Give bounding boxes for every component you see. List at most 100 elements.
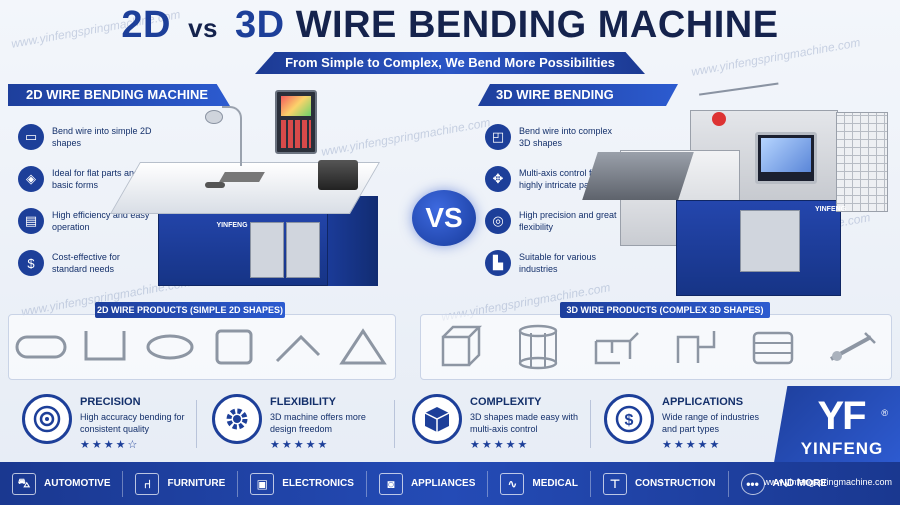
target-icon: [22, 394, 72, 444]
machine-2d-screen: [281, 96, 311, 116]
section-title-3d: 3D WIRE BENDING MACHINE: [478, 84, 678, 106]
industry-label: ELECTRONICS: [282, 478, 354, 489]
product-2d-rounded-rectangle: [14, 325, 68, 369]
feature-item: ▭ Bend wire into simple 2D shapes: [18, 116, 152, 158]
footer-divider: [365, 470, 367, 497]
machine-2d-logo: YINFENG: [216, 222, 248, 229]
registered-mark: ®: [881, 408, 888, 418]
heartbeat-icon: ∿: [500, 472, 525, 495]
product-2d-angle: [271, 325, 325, 369]
rating-stars: ★★★★☆: [80, 439, 140, 451]
factory-icon: ▙: [485, 250, 511, 276]
benefit-flexibility: FLEXIBILITY 3D machine offers more desig…: [212, 390, 380, 454]
section-title-2d: 2D WIRE BENDING MACHINE: [8, 84, 230, 106]
feature-item: $ Cost-effective for standard needs: [18, 242, 152, 284]
title-rest: WIRE BENDING MACHINE: [295, 4, 779, 46]
footer-divider: [487, 470, 489, 497]
dollar-coin-icon: $: [18, 250, 44, 276]
industry-more: ••• AND MORE: [740, 472, 827, 495]
feature-item: ▤ High efficiency and easy operation: [18, 200, 152, 242]
benefit-title: PRECISION: [80, 396, 141, 408]
feature-item: ▙ Suitable for various industries: [485, 242, 619, 284]
brand-logo-mark: YF: [817, 394, 866, 438]
industry-automotive: ⛍ AUTOMOTIVE: [12, 472, 110, 495]
feature-item: ◈ Ideal for flat parts and basic forms: [18, 158, 152, 200]
rating-stars: ★★★★★: [270, 439, 330, 451]
efficiency-chart-icon: ▤: [18, 208, 44, 234]
footer-divider: [237, 470, 239, 497]
multi-axis-icon: ✥: [485, 166, 511, 192]
machine-2d-lamp: [205, 110, 223, 124]
industry-furniture: ⑁ FURNITURE: [135, 472, 225, 495]
benefit-title: FLEXIBILITY: [270, 396, 336, 408]
product-3d-spring-clip: [746, 325, 800, 369]
feature-item: ◎ High precision and great flexibility: [485, 200, 619, 242]
brand-name: YINFENG: [800, 439, 884, 458]
machine-2d-door: [250, 222, 284, 278]
product-3d-cube-frame: [433, 325, 487, 369]
machine-3d-indicator: [712, 112, 726, 126]
feature-list-2d: ▭ Bend wire into simple 2D shapes ◈ Idea…: [18, 116, 152, 284]
feature-text: High precision and great flexibility: [519, 210, 617, 232]
rating-stars: ★★★★★: [662, 439, 722, 451]
benefit-text: Wide range of industries and part types: [662, 412, 760, 434]
product-3d-bracket: [590, 325, 644, 369]
industry-label: AND MORE: [772, 478, 827, 489]
bend-2d-icon: ▭: [18, 124, 44, 150]
industries-footer: ⛍ AUTOMOTIVE ⑁ FURNITURE ▣ ELECTRONICS ◙…: [0, 462, 900, 505]
machine-2d-door: [286, 222, 320, 278]
industry-medical: ∿ MEDICAL: [500, 472, 578, 495]
feature-text: Bend wire into complex 3D shapes: [519, 126, 613, 148]
benefit-precision: PRECISION High accuracy bending for cons…: [22, 390, 190, 454]
industry-appliances: ◙ APPLIANCES: [378, 472, 476, 495]
machine-3d-grill: [836, 112, 888, 212]
dollar-icon: $: [604, 394, 654, 444]
industry-label: APPLIANCES: [410, 478, 476, 489]
machine-2d-lamp-arm: [222, 106, 242, 166]
machine-2d-plate: [219, 172, 265, 182]
feature-text: Multi-axis control for highly intricate …: [519, 168, 600, 190]
divider: [394, 400, 395, 448]
benefit-text: High accuracy bending for consistent qua…: [80, 412, 185, 434]
gear-icon: [212, 394, 262, 444]
title-3d: 3D: [235, 4, 285, 46]
footer-divider: [122, 470, 124, 497]
more-dots-icon: •••: [740, 472, 765, 495]
benefit-text: 3D shapes made easy with multi-axis cont…: [470, 412, 579, 434]
industry-label: MEDICAL: [532, 478, 578, 489]
machine-2d-plate-small: [205, 182, 225, 188]
feature-text: Cost-effective for standard needs: [52, 252, 120, 274]
product-2d-ring: [143, 325, 197, 369]
feature-list-3d: ◰ Bend wire into complex 3D shapes ✥ Mul…: [485, 116, 619, 284]
car-icon: ⛍: [12, 472, 36, 495]
machine-3d-arm: [698, 82, 782, 114]
industry-electronics: ▣ ELECTRONICS: [250, 472, 354, 495]
benefits-row: PRECISION High accuracy bending for cons…: [0, 390, 772, 460]
feature-text: Ideal for flat parts and basic forms: [52, 168, 140, 190]
product-3d-rod-part: [825, 325, 879, 369]
machine-3d-table: [582, 152, 694, 200]
machine-3d-screen: [761, 138, 811, 172]
feature-text: Bend wire into simple 2D shapes: [52, 126, 152, 148]
website-url: www.yinfengspringmachine.com: [763, 477, 892, 487]
chair-icon: ⑁: [135, 472, 160, 495]
benefit-applications: $ APPLICATIONS Wide range of industries …: [604, 390, 772, 454]
vs-badge: VS: [412, 190, 476, 246]
divider: [590, 400, 591, 448]
industry-label: CONSTRUCTION: [634, 478, 716, 489]
feature-text: High efficiency and easy operation: [52, 210, 150, 232]
title-2d: 2D: [121, 4, 171, 46]
machine-3d-door: [740, 210, 800, 272]
feature-item: ✥ Multi-axis control for highly intricat…: [485, 158, 619, 200]
cube-icon: [412, 394, 462, 444]
benefit-complexity: COMPLEXITY 3D shapes made easy with mult…: [412, 390, 580, 454]
product-2d-triangle: [336, 325, 390, 369]
machine-3d-logo: YINFENG: [815, 206, 847, 213]
brand-logo-box: YF ® YINFENG: [772, 386, 900, 474]
rating-stars: ★★★★★: [470, 439, 530, 451]
product-2d-u-shape: [78, 325, 132, 369]
washer-icon: ◙: [378, 472, 403, 495]
industry-construction: ⊤ CONSTRUCTION: [602, 472, 716, 495]
benefit-title: APPLICATIONS: [662, 396, 744, 408]
products-strip-3d: [420, 314, 892, 380]
